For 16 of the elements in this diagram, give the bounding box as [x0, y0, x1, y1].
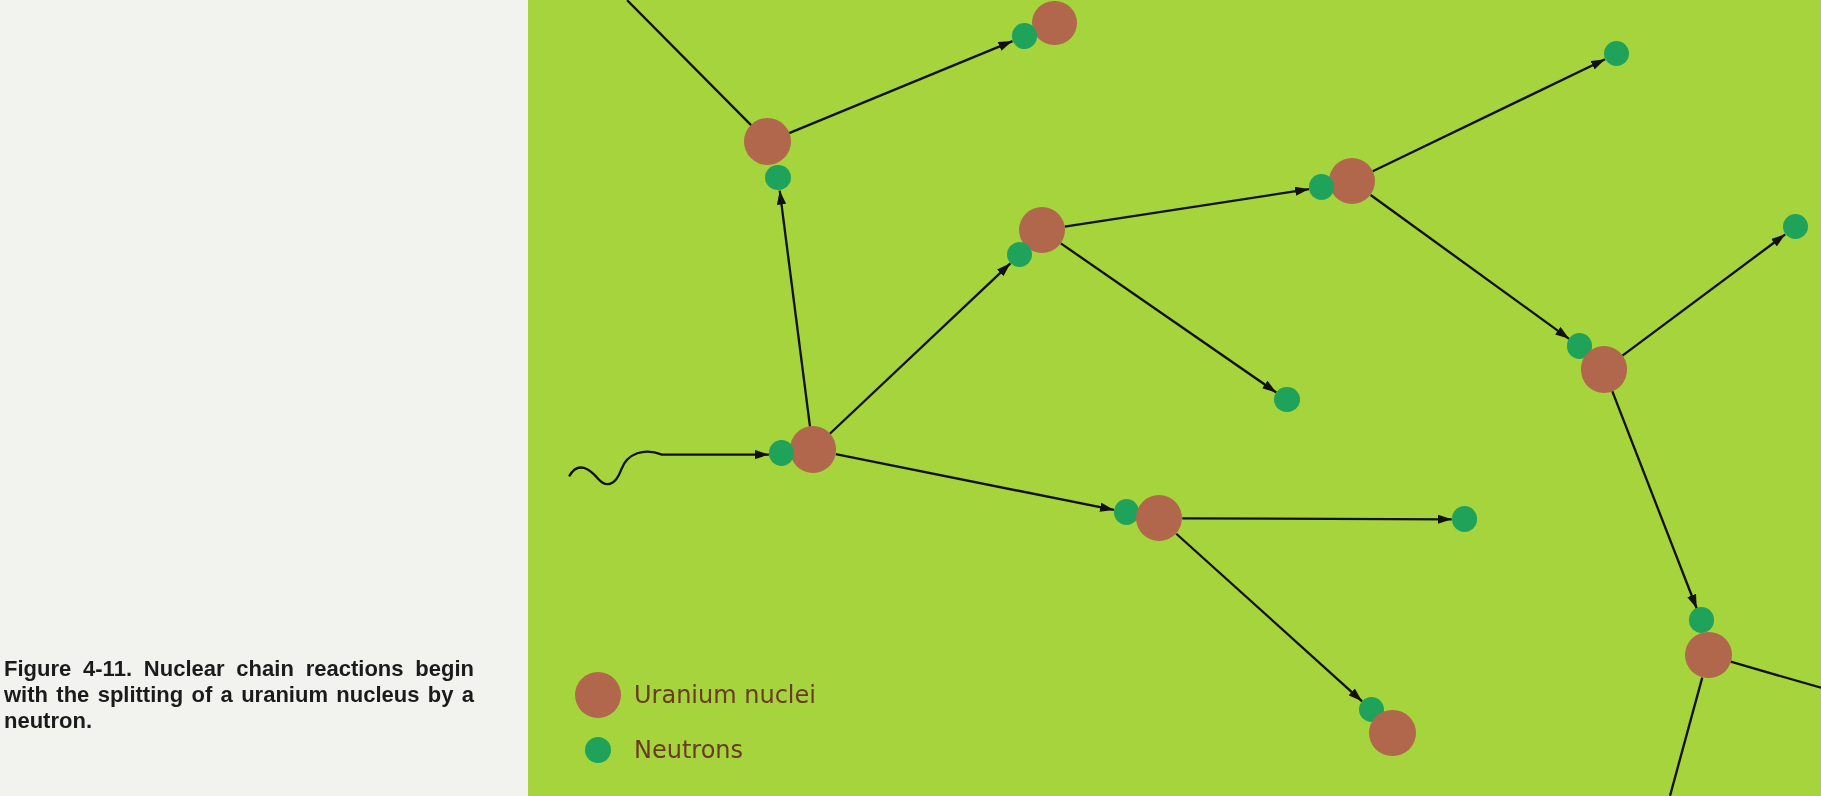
arrow	[1064, 186, 1310, 228]
arrow	[788, 40, 1013, 135]
arrow	[568, 449, 769, 486]
arrow	[776, 190, 812, 427]
arrow	[829, 262, 1012, 435]
arrow	[1369, 194, 1570, 340]
arrow	[1611, 390, 1698, 609]
arrow	[1060, 242, 1277, 394]
arrow	[835, 453, 1115, 512]
arrow	[1182, 514, 1452, 524]
arrow	[1175, 532, 1363, 703]
arrow	[1621, 233, 1786, 357]
legend-label: Uranium nuclei	[634, 680, 816, 711]
figure-caption: Figure 4-11. Nuclear chain reactions begin with the splitting of a uranium nucleus by a neutron.	[4, 656, 474, 734]
arrow	[1372, 58, 1606, 173]
legend-label: Neutrons	[634, 735, 744, 766]
